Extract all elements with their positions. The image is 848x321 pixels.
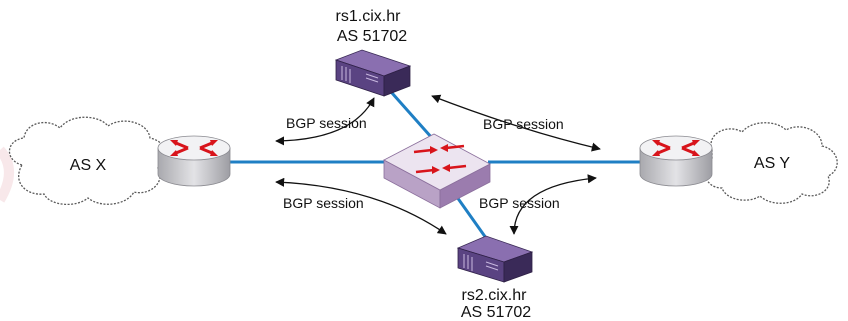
bgp-session-label-top-right: BGP session [483, 116, 564, 132]
router-top [157, 135, 231, 161]
cloud-as-y: AS Y [704, 122, 838, 204]
route-server-rs1: rs1.cix.hr AS 51702 [334, 8, 412, 97]
rs2-asn: AS 51702 [461, 304, 531, 321]
server-side [503, 251, 533, 283]
bgp-arrow-top-right [431, 94, 601, 152]
server-side [383, 65, 411, 97]
background-decoration [0, 146, 14, 203]
cloud-as-x: AS X [8, 116, 168, 205]
router-as-y [639, 135, 713, 187]
as-x-label: AS X [70, 157, 107, 174]
router-arrows-icon [652, 140, 700, 156]
cloud-icon [8, 116, 168, 205]
bgp-session-label-top-left: BGP session [286, 115, 367, 131]
bgp-session-label-bottom-left: BGP session [283, 195, 364, 211]
server-vents-icon [463, 254, 499, 271]
rs2-hostname: rs2.cix.hr [462, 287, 528, 304]
rs1-hostname: rs1.cix.hr [336, 8, 402, 25]
server-vents-icon [341, 66, 379, 83]
bgp-session-label-bottom-right: BGP session [479, 195, 560, 211]
bgp-session-arrows [275, 94, 601, 235]
cloud-icon [704, 122, 838, 204]
rs1-asn: AS 51702 [337, 28, 407, 45]
bgp-arrow-top-left [275, 97, 375, 146]
as-y-label: AS Y [754, 155, 791, 172]
router-as-x [157, 135, 231, 187]
bgp-arrow-bottom-right [509, 174, 597, 235]
router-arrows-icon [170, 140, 218, 156]
route-server-rs2: rs2.cix.hr AS 51702 [456, 235, 534, 321]
router-top [639, 135, 713, 161]
ix-switch [383, 133, 491, 209]
bgp-arrow-bottom-left [275, 177, 447, 235]
